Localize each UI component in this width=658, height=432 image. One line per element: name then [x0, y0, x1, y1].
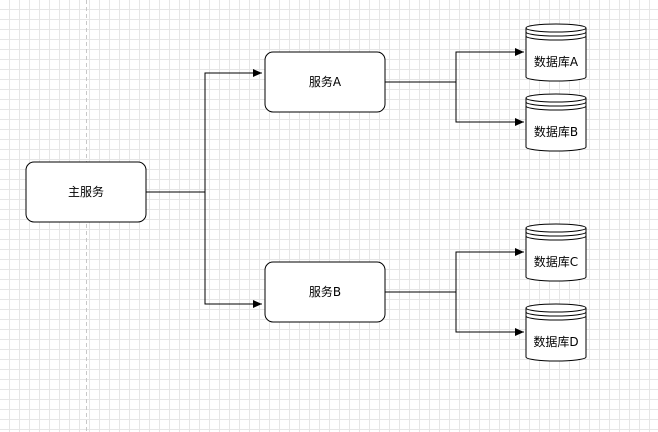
- service-a-label: 服务A: [309, 74, 342, 89]
- database-a-node[interactable]: 数据库A: [525, 23, 587, 82]
- edge-service-b-to-db-d[interactable]: [455, 292, 524, 336]
- database-d-node[interactable]: 数据库D: [525, 303, 587, 362]
- service-b-label: 服务B: [309, 284, 341, 299]
- connectors: [146, 48, 524, 336]
- edge-service-a-to-db-a[interactable]: [385, 48, 524, 83]
- edge-service-a-to-db-b[interactable]: [455, 82, 524, 126]
- service-b-node[interactable]: 服务B: [264, 261, 386, 323]
- main-service-node[interactable]: 主服务: [25, 161, 147, 223]
- database-b-label: 数据库B: [534, 124, 578, 139]
- edge-service-b-to-db-c[interactable]: [385, 248, 524, 293]
- database-c-label: 数据库C: [534, 254, 578, 269]
- service-a-node[interactable]: 服务A: [264, 51, 386, 113]
- database-a-label: 数据库A: [534, 54, 579, 69]
- edge-main-to-service-a[interactable]: [146, 69, 262, 193]
- database-d-label: 数据库D: [533, 334, 578, 349]
- edge-main-to-service-b[interactable]: [204, 192, 262, 308]
- main-service-label: 主服务: [68, 184, 104, 199]
- database-b-node[interactable]: 数据库B: [525, 93, 587, 152]
- database-c-node[interactable]: 数据库C: [525, 223, 587, 282]
